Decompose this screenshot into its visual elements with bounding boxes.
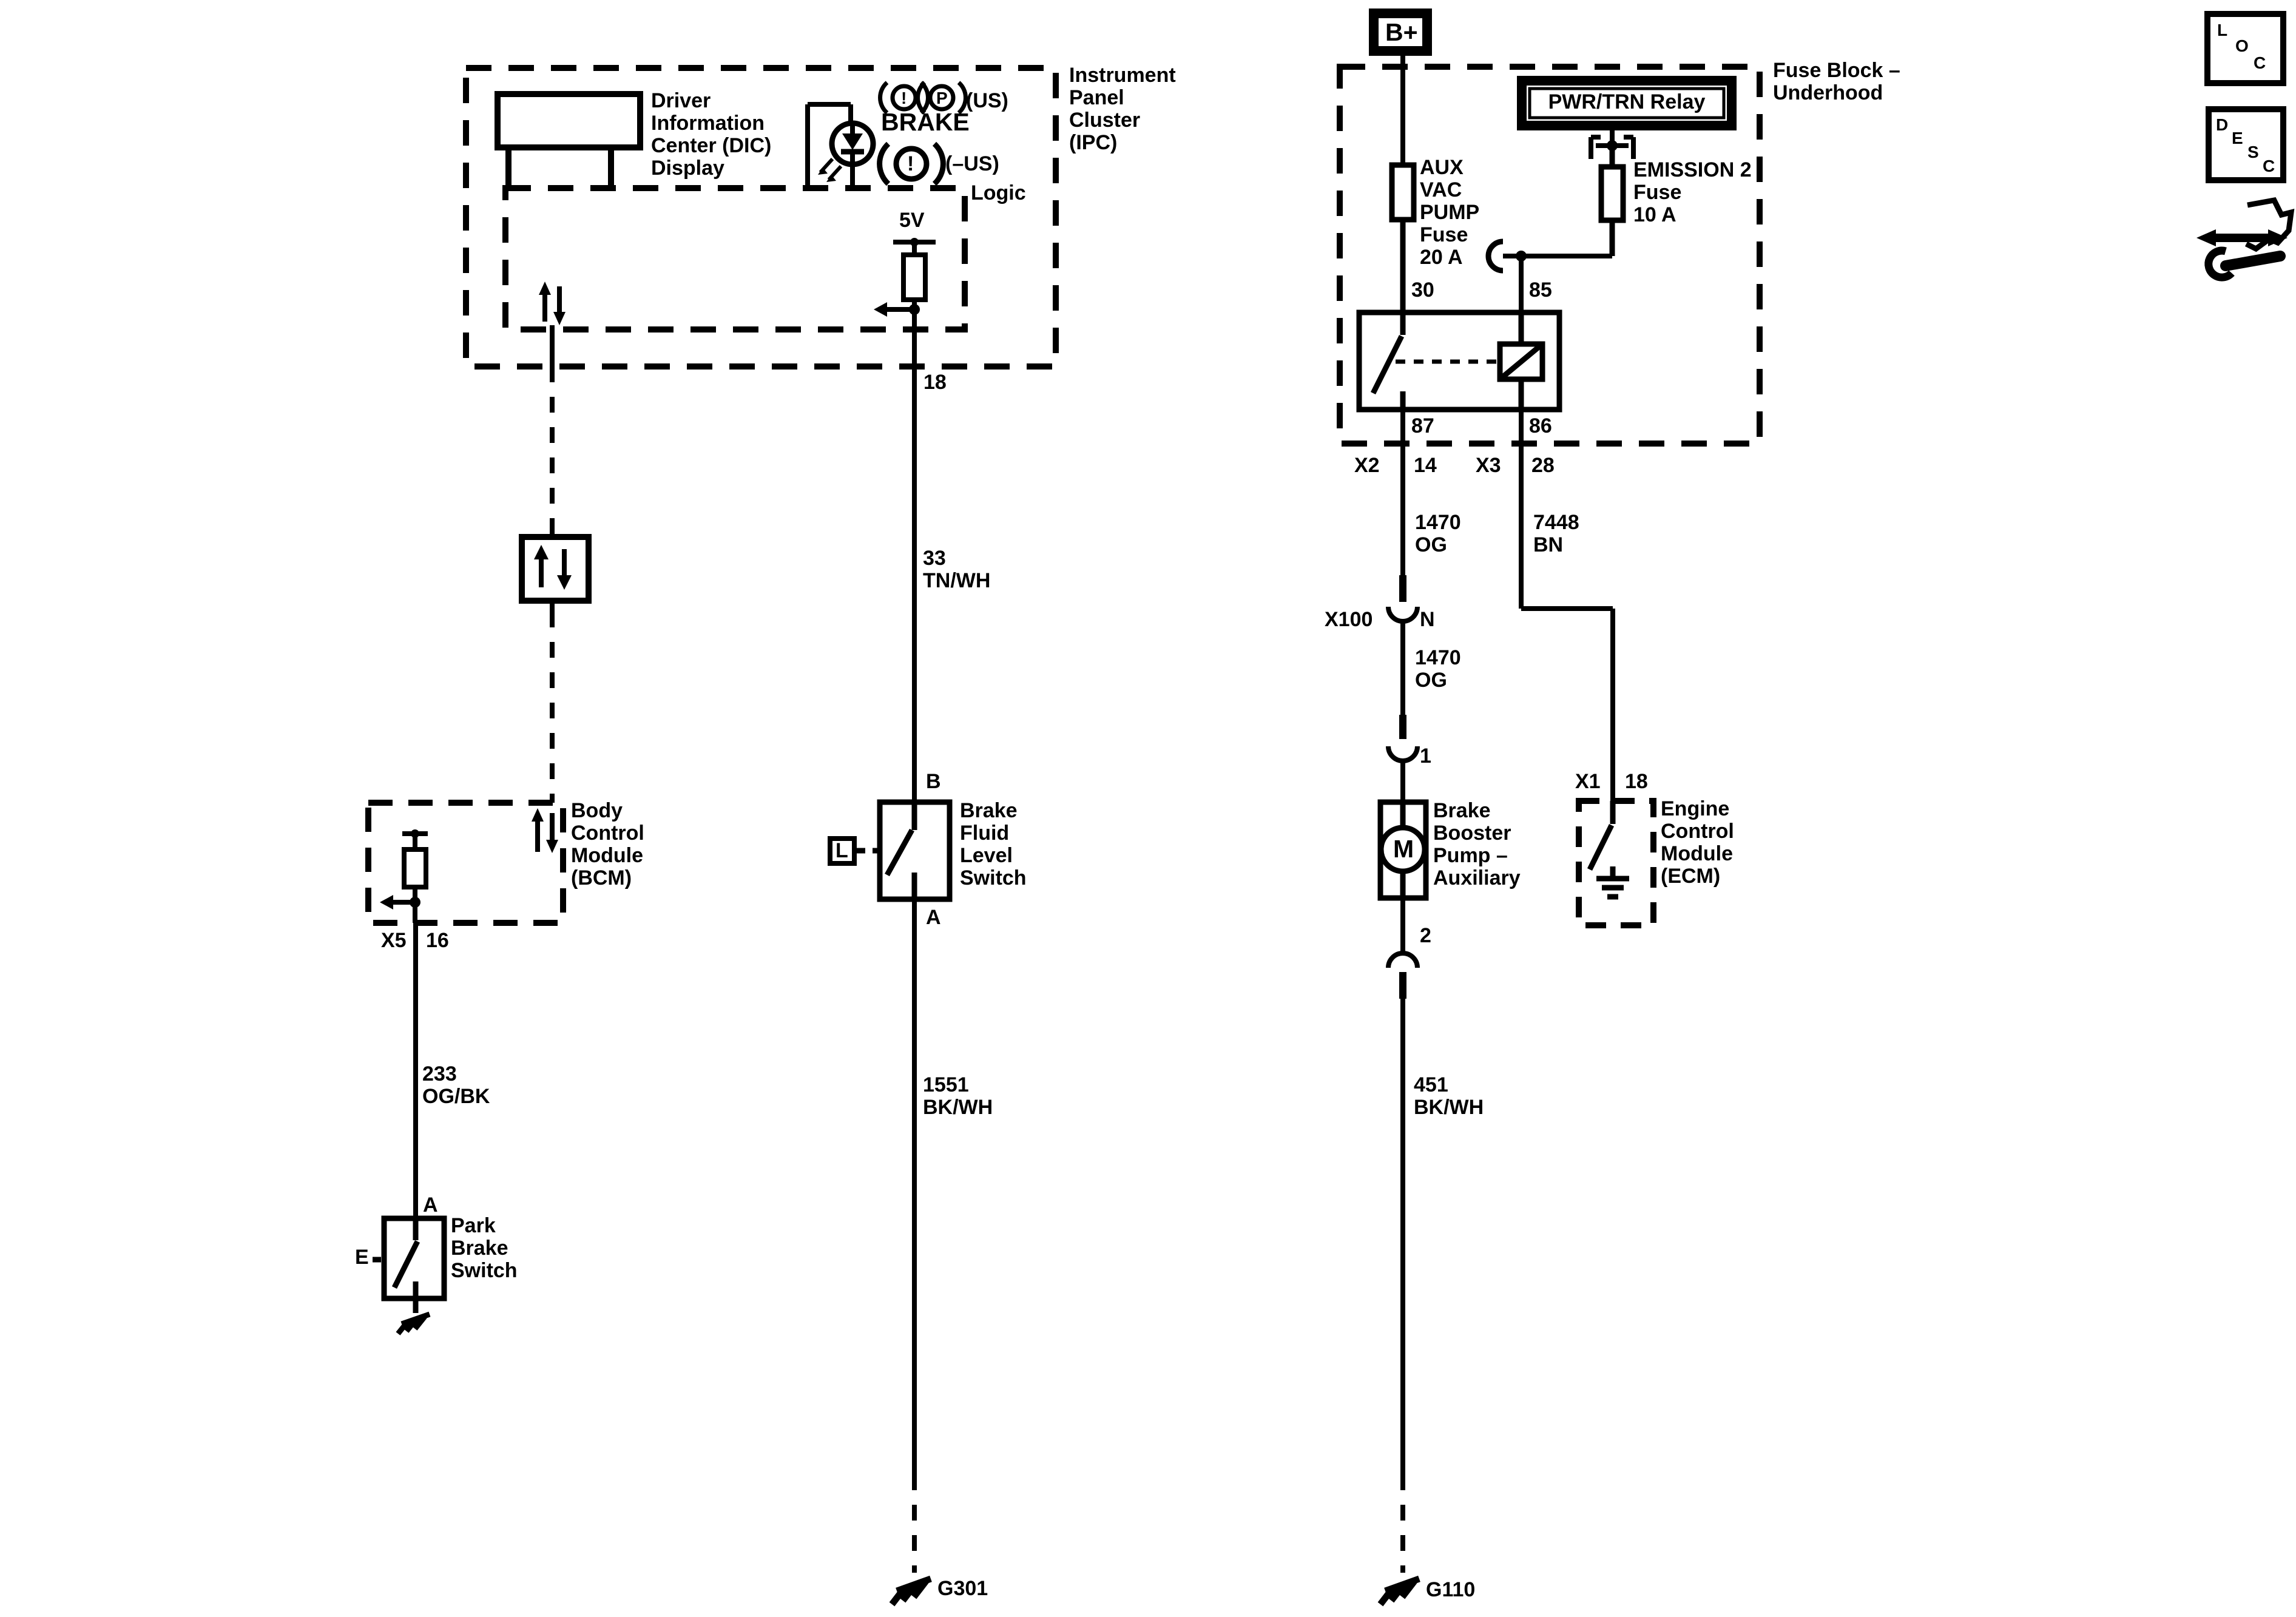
motor-m-glyph: M: [1393, 835, 1414, 863]
relay-pin-87: 87: [1411, 414, 1434, 437]
bplus-label: B+: [1385, 18, 1418, 46]
pin-2-label: 2: [1420, 924, 1431, 947]
fuse-block-dashed-box: [1340, 67, 1760, 444]
wire-7448-bn: [1521, 410, 1613, 801]
wire-1470b-label: 1470 OG: [1415, 646, 1461, 692]
wire-7448-label: 7448 BN: [1533, 511, 1579, 556]
ground-g301-label: G301: [937, 1577, 988, 1600]
relay-pin-86: 86: [1529, 414, 1552, 437]
brake-warning-us-icon: [880, 83, 966, 113]
loc-letter-o: O: [2235, 36, 2249, 55]
wire-451-bkwh: [1388, 898, 1417, 1573]
brake-text: BRAKE: [881, 108, 970, 136]
relay-coil-terminal: [1591, 130, 1633, 159]
ground-g301-symbol: [892, 1579, 931, 1604]
dic-label: Driver Information Center (DIC) Display: [651, 89, 772, 180]
pin-1-label: 1: [1420, 744, 1431, 768]
ipc-pin-18: 18: [923, 371, 947, 394]
emission-fuse-label: EMISSION 2 Fuse 10 A: [1633, 158, 1752, 226]
bcm-dashed-box: [368, 803, 563, 923]
conn-x2-label: X2: [1354, 454, 1380, 477]
pwr-trn-relay-box: [1517, 76, 1737, 130]
conn-x1-label: X1: [1575, 770, 1601, 793]
ipc-label: Instrument Panel Cluster (IPC): [1069, 64, 1176, 154]
fuse-block-label: Fuse Block – Underhood: [1773, 59, 1900, 104]
pin-14-label: 14: [1414, 454, 1437, 477]
pwr-trn-relay-title: PWR/TRN Relay: [1548, 90, 1706, 113]
wire-1470a-label: 1470 OG: [1415, 511, 1461, 556]
desc-letter-e: E: [2232, 129, 2243, 147]
bcm-label: Body Control Module (BCM): [571, 799, 644, 890]
park-brake-switch-symbol: [373, 1218, 444, 1313]
brake-warning-nonus-icon: [880, 144, 944, 184]
park-brake-label: Park Brake Switch: [451, 1214, 518, 1282]
loc-letter-c: C: [2254, 53, 2266, 72]
supply-5v-label: 5V: [899, 209, 925, 232]
loc-box: [2207, 14, 2283, 83]
relay-symbol: [1359, 312, 1559, 410]
pump-label: Brake Booster Pump – Auxiliary: [1433, 799, 1521, 890]
ecm-pin-18: 18: [1625, 770, 1648, 793]
wire-451-label: 451 BK/WH: [1414, 1073, 1484, 1119]
fluid-switch-label: Brake Fluid Level Switch: [960, 799, 1027, 890]
bcm-internals: [380, 808, 558, 923]
bcm-pin-16: 16: [426, 929, 449, 952]
us-label: (US): [966, 89, 1008, 112]
relay-pin-85: 85: [1529, 279, 1552, 302]
wire-233-label: 233 OG/BK: [422, 1062, 490, 1108]
desc-letter-d: D: [2216, 115, 2229, 134]
repair-tool-icon: [2196, 200, 2291, 277]
logic-label: Logic: [971, 181, 1026, 204]
ecm-driver-symbol: [1590, 801, 1629, 897]
brake-fluid-level-switch-symbol: [830, 802, 950, 899]
serial-data-link: [522, 366, 589, 803]
pin-28-label: 28: [1531, 454, 1555, 477]
relay-pin-30: 30: [1411, 279, 1434, 302]
led-indicator-symbol: [808, 104, 873, 188]
park-brake-ground-symbol: [398, 1314, 430, 1334]
fluid-switch-ref-l: L: [836, 839, 848, 862]
aux-fuse-label: AUX VAC PUMP Fuse 20 A: [1420, 156, 1480, 269]
brake-excl-glyph-2: !: [907, 152, 914, 175]
brake-p-glyph: P: [936, 89, 948, 107]
ecm-label: Engine Control Module (ECM): [1661, 797, 1734, 888]
wire-33-label: 33 TN/WH: [923, 547, 991, 592]
pin-n-label: N: [1420, 608, 1435, 631]
desc-letter-c: C: [2263, 157, 2275, 175]
desc-letter-s: S: [2247, 143, 2259, 161]
fluid-switch-pin-a: A: [926, 906, 941, 929]
dic-display-box: [498, 94, 640, 188]
fluid-switch-pin-b: B: [926, 770, 941, 793]
conn-x100-label: X100: [1325, 608, 1373, 631]
logic-serial-arrows: [539, 282, 566, 366]
bplus-terminal: [1369, 8, 1432, 165]
park-brake-ref-e: E: [355, 1246, 369, 1269]
desc-box: [2209, 109, 2283, 180]
neg-us-label: (–US): [945, 152, 999, 175]
ground-g110-label: G110: [1426, 1578, 1476, 1601]
ecm-dashed-box: [1579, 801, 1653, 925]
ground-g110-symbol: [1380, 1579, 1419, 1604]
brake-excl-glyph: !: [901, 89, 907, 107]
loc-letter-l: L: [2217, 21, 2228, 39]
wire-1470-og: [1388, 410, 1417, 802]
ipc-dashed-box: [466, 68, 1056, 366]
ipc-5v-pullup: [874, 238, 936, 317]
bcm-conn-x5: X5: [381, 929, 407, 952]
park-brake-pin-a: A: [423, 1193, 438, 1217]
aux-vac-pump-fuse-symbol: [1392, 165, 1414, 312]
wire-1551-label: 1551 BK/WH: [923, 1073, 993, 1119]
conn-x3-label: X3: [1476, 454, 1501, 477]
emission2-fuse-symbol: [1488, 146, 1623, 312]
